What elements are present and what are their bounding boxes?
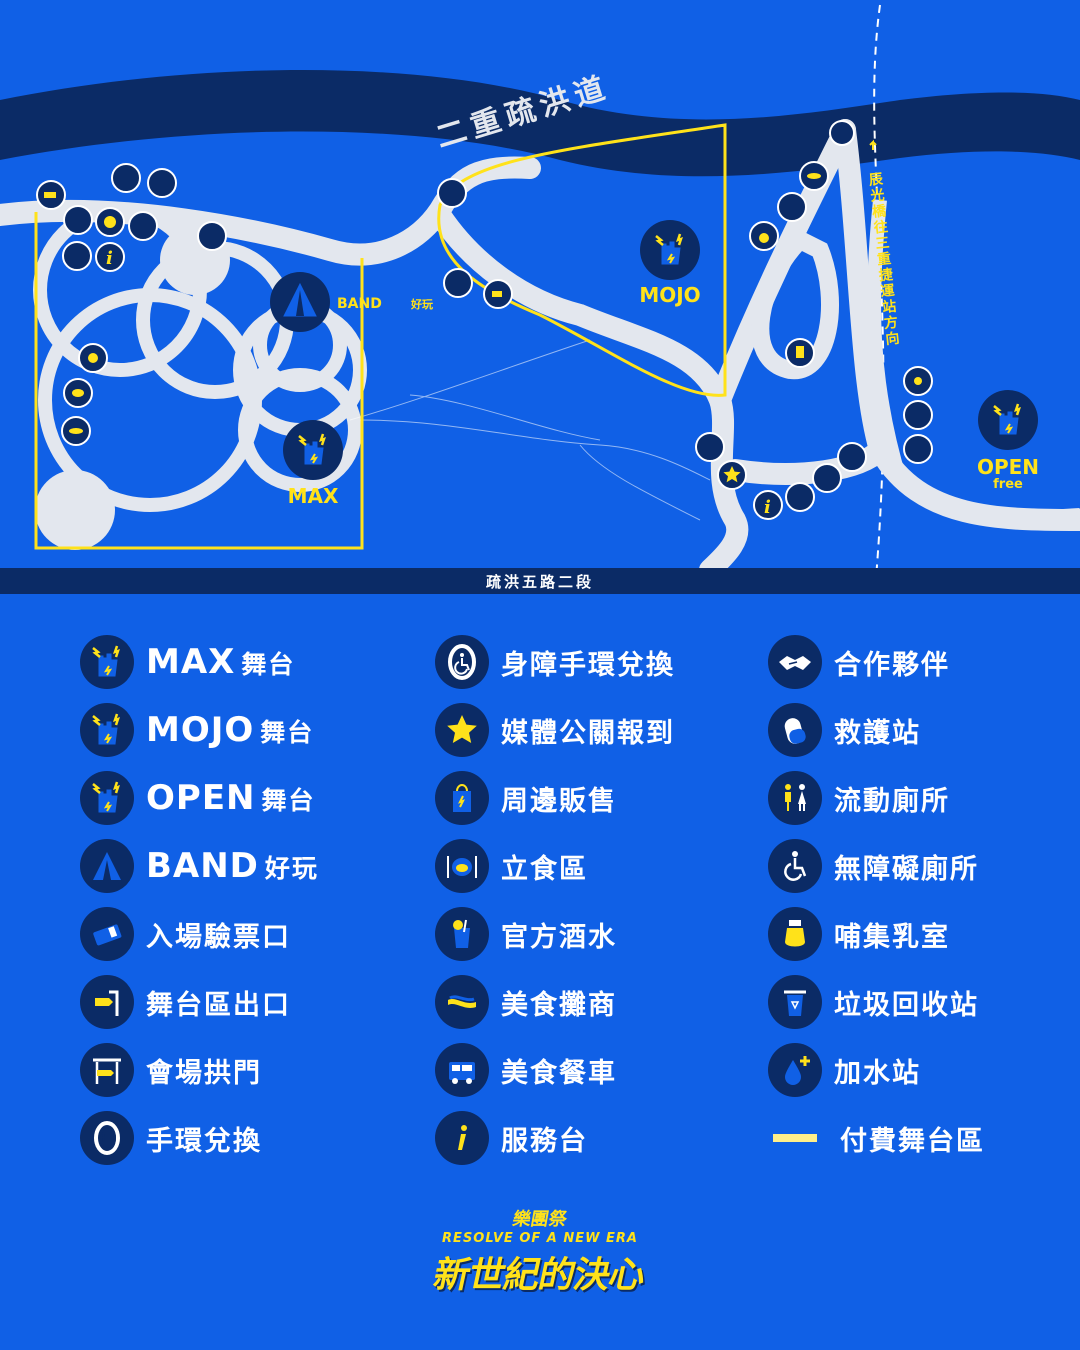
first-aid-icon (768, 703, 822, 757)
paid-area-line-icon (773, 1134, 817, 1142)
legend-item-recycle: 垃圾回收站 (768, 974, 979, 1030)
legend-label-media: 媒體公關報到 (501, 717, 675, 749)
legend-label-accessible-toilet: 無障礙廁所 (834, 853, 979, 885)
svg-text:MAX: MAX (288, 484, 339, 508)
legend-label-toilet: 流動廁所 (834, 785, 950, 817)
legend-label-partner: 合作夥伴 (834, 649, 950, 681)
shopping-bag-icon (435, 771, 489, 825)
legend-item-first-aid: 救護站 (768, 702, 921, 758)
legend-item-food-truck: 美食餐車 (435, 1042, 617, 1098)
map-mojo-stage[interactable]: MOJO (639, 220, 701, 307)
legend-label-max: MAX (146, 642, 236, 682)
dining-icon (435, 839, 489, 893)
accessible-toilet-icon (768, 839, 822, 893)
legend-item-dining: 立食區 (435, 838, 588, 894)
legend-item-accessible-toilet: 無障礙廁所 (768, 838, 979, 894)
legend-label-food-truck: 美食餐車 (501, 1057, 617, 1089)
max-stage-icon (80, 635, 134, 689)
legend-item-ticket: 入場驗票口 (80, 906, 291, 962)
open-stage-icon (80, 771, 134, 825)
map-facility-markers (36, 120, 933, 520)
star-icon (435, 703, 489, 757)
legend-item-info: 服務台 (435, 1110, 588, 1166)
festival-logo: 樂團祭 RESOLVE OF A NEW ERA 新世紀的決心 (430, 1205, 650, 1296)
legend-item-media: 媒體公關報到 (435, 702, 675, 758)
toilet-icon (768, 771, 822, 825)
logo-brand: 樂團祭 (510, 1209, 569, 1230)
svg-text:好玩: 好玩 (410, 297, 433, 311)
drink-icon (435, 907, 489, 961)
logo-english: RESOLVE OF A NEW ERA (442, 1231, 638, 1246)
legend-label-paid-area: 付費舞台區 (840, 1125, 985, 1157)
ticket-icon (80, 907, 134, 961)
legend-label-nursing: 哺集乳室 (834, 921, 950, 953)
logo-title: 新世紀的決心 (429, 1255, 649, 1296)
svg-text:OPEN: OPEN (977, 455, 1039, 479)
legend-label-band-suffix: 好玩 (264, 854, 319, 883)
legend-label-dining: 立食區 (501, 853, 588, 885)
svg-text:i: i (764, 497, 771, 518)
map-band-stage[interactable]: BAND 好玩 (270, 272, 433, 332)
legend-label-recycle: 垃圾回收站 (834, 989, 979, 1021)
legend-label-mojo-suffix: 舞台 (260, 718, 315, 747)
gate-arch-icon (80, 1043, 134, 1097)
map-max-stage[interactable]: MAX (283, 420, 343, 508)
legend-item-water: 加水站 (768, 1042, 921, 1098)
food-truck-icon (435, 1043, 489, 1097)
legend-label-open-suffix: 舞台 (261, 786, 316, 815)
water-refill-icon (768, 1043, 822, 1097)
legend-item-nursing: 哺集乳室 (768, 906, 950, 962)
legend-label-first-aid: 救護站 (834, 717, 921, 749)
legend-label-accessible-wristband: 身障手環兌換 (501, 649, 675, 681)
handshake-icon (768, 635, 822, 689)
svg-text:free: free (993, 477, 1023, 492)
exit-sign-icon (80, 975, 134, 1029)
info-icon (435, 1111, 489, 1165)
legend-item-accessible-wristband: 身障手環兌換 (435, 634, 675, 690)
legend-label-drink: 官方酒水 (501, 921, 617, 953)
legend-label-water: 加水站 (834, 1057, 921, 1089)
recycle-bin-icon (768, 975, 822, 1029)
legend-item-wristband: 手環兌換 (80, 1110, 262, 1166)
legend-label-exit: 舞台區出口 (146, 989, 291, 1021)
wristband-icon (80, 1111, 134, 1165)
legend-label-food-vendor: 美食攤商 (501, 989, 617, 1021)
legend-label-band: BAND (146, 846, 259, 886)
legend-label-gate: 會場拱門 (146, 1057, 262, 1089)
legend-label-open: OPEN (146, 778, 256, 818)
band-tent-icon (80, 839, 134, 893)
legend-item-exit: 舞台區出口 (80, 974, 291, 1030)
map-open-stage[interactable]: OPEN free (977, 390, 1039, 492)
legend-item-food-vendor: 美食攤商 (435, 974, 617, 1030)
mojo-stage-icon (80, 703, 134, 757)
bottom-road-label: 疏洪五路二段 (486, 573, 594, 591)
legend-label-merch: 周邊販售 (501, 785, 617, 817)
legend-label-ticket: 入場驗票口 (146, 921, 291, 953)
legend-item-drink: 官方酒水 (435, 906, 617, 962)
legend-label-info: 服務台 (501, 1125, 588, 1157)
legend-item-toilet: 流動廁所 (768, 770, 950, 826)
festival-map: 疏洪五路二段 二重疏洪道 辰光橋往三重捷運站方向 MAX MOJO BAND 好… (0, 4, 1080, 594)
accessible-wristband-icon (435, 635, 489, 689)
svg-text:BAND: BAND (337, 296, 382, 312)
baby-bottle-icon (768, 907, 822, 961)
legend-label-wristband: 手環兌換 (146, 1125, 262, 1157)
legend-label-max-suffix: 舞台 (241, 650, 296, 679)
legend-item-merch: 周邊販售 (435, 770, 617, 826)
legend-label-mojo: MOJO (146, 710, 255, 750)
legend-item-paid-area: 付費舞台區 (768, 1110, 985, 1166)
svg-text:MOJO: MOJO (639, 283, 700, 307)
food-vendor-icon (435, 975, 489, 1029)
legend-item-partner: 合作夥伴 (768, 634, 950, 690)
legend-item-gate: 會場拱門 (80, 1042, 262, 1098)
svg-text:i: i (106, 248, 113, 269)
